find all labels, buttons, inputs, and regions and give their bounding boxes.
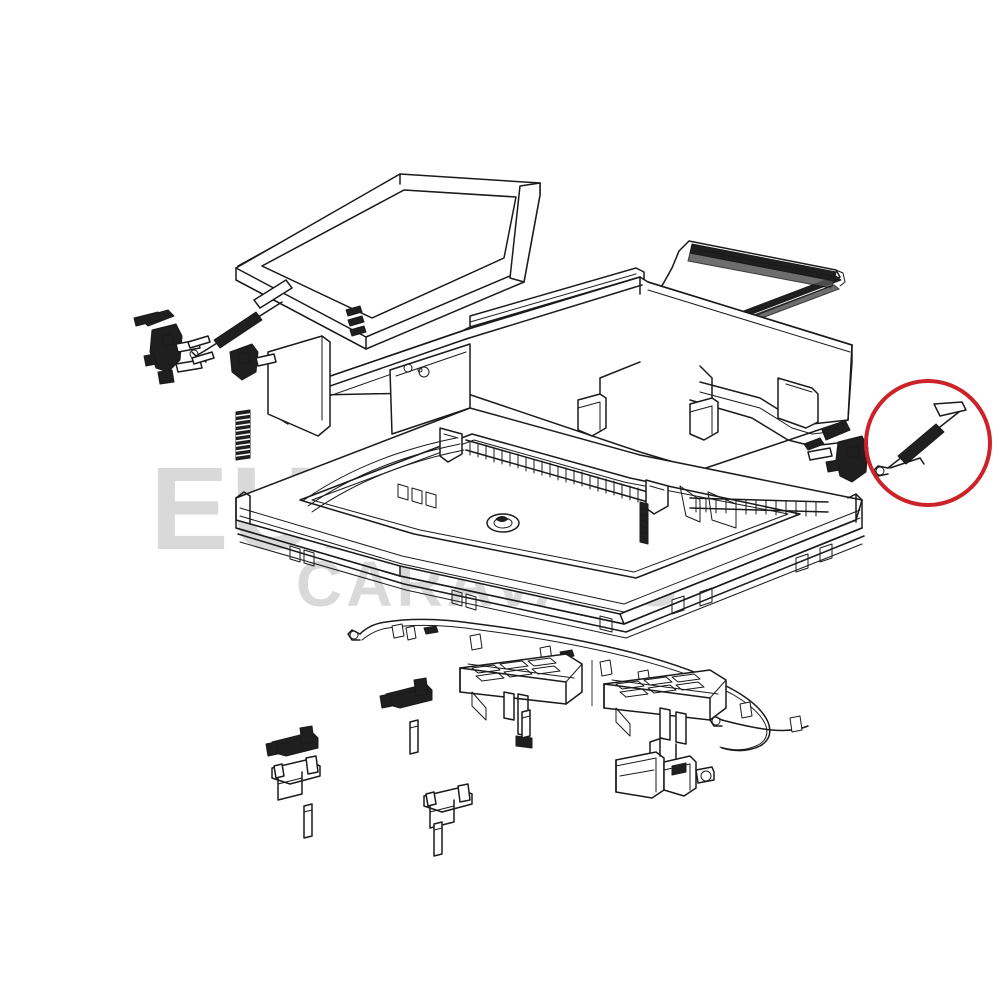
part-upper-housing [267, 276, 853, 471]
part-clamp-b [423, 783, 473, 829]
part-bracket-b [379, 677, 433, 709]
part-grommet [486, 513, 520, 533]
part-small-pins-left [133, 311, 215, 365]
part-screws [303, 709, 531, 857]
highlight-circle [864, 379, 992, 507]
part-hinge-mid [229, 343, 277, 381]
detail-fin-rail-upper [465, 439, 649, 503]
part-fan-cassette-right [603, 669, 727, 745]
part-coil-spring [235, 409, 251, 461]
part-main-base-frame [235, 407, 865, 639]
part-bracket-a [265, 725, 319, 757]
part-clamp-a [271, 755, 321, 801]
gas-strut-highlight-group [864, 379, 992, 507]
part-hinge-left [139, 309, 203, 385]
part-drive-motor [615, 737, 715, 799]
part-wiring-harness [347, 618, 809, 752]
part-small-fixings-upper [345, 305, 367, 337]
part-hinge-right [807, 421, 869, 483]
part-gas-strut-circled [873, 401, 967, 477]
part-lid-frame [235, 173, 541, 350]
part-fastener-right [803, 437, 825, 451]
part-gas-strut-left [189, 279, 293, 363]
part-fan-cassette-left [459, 653, 583, 749]
